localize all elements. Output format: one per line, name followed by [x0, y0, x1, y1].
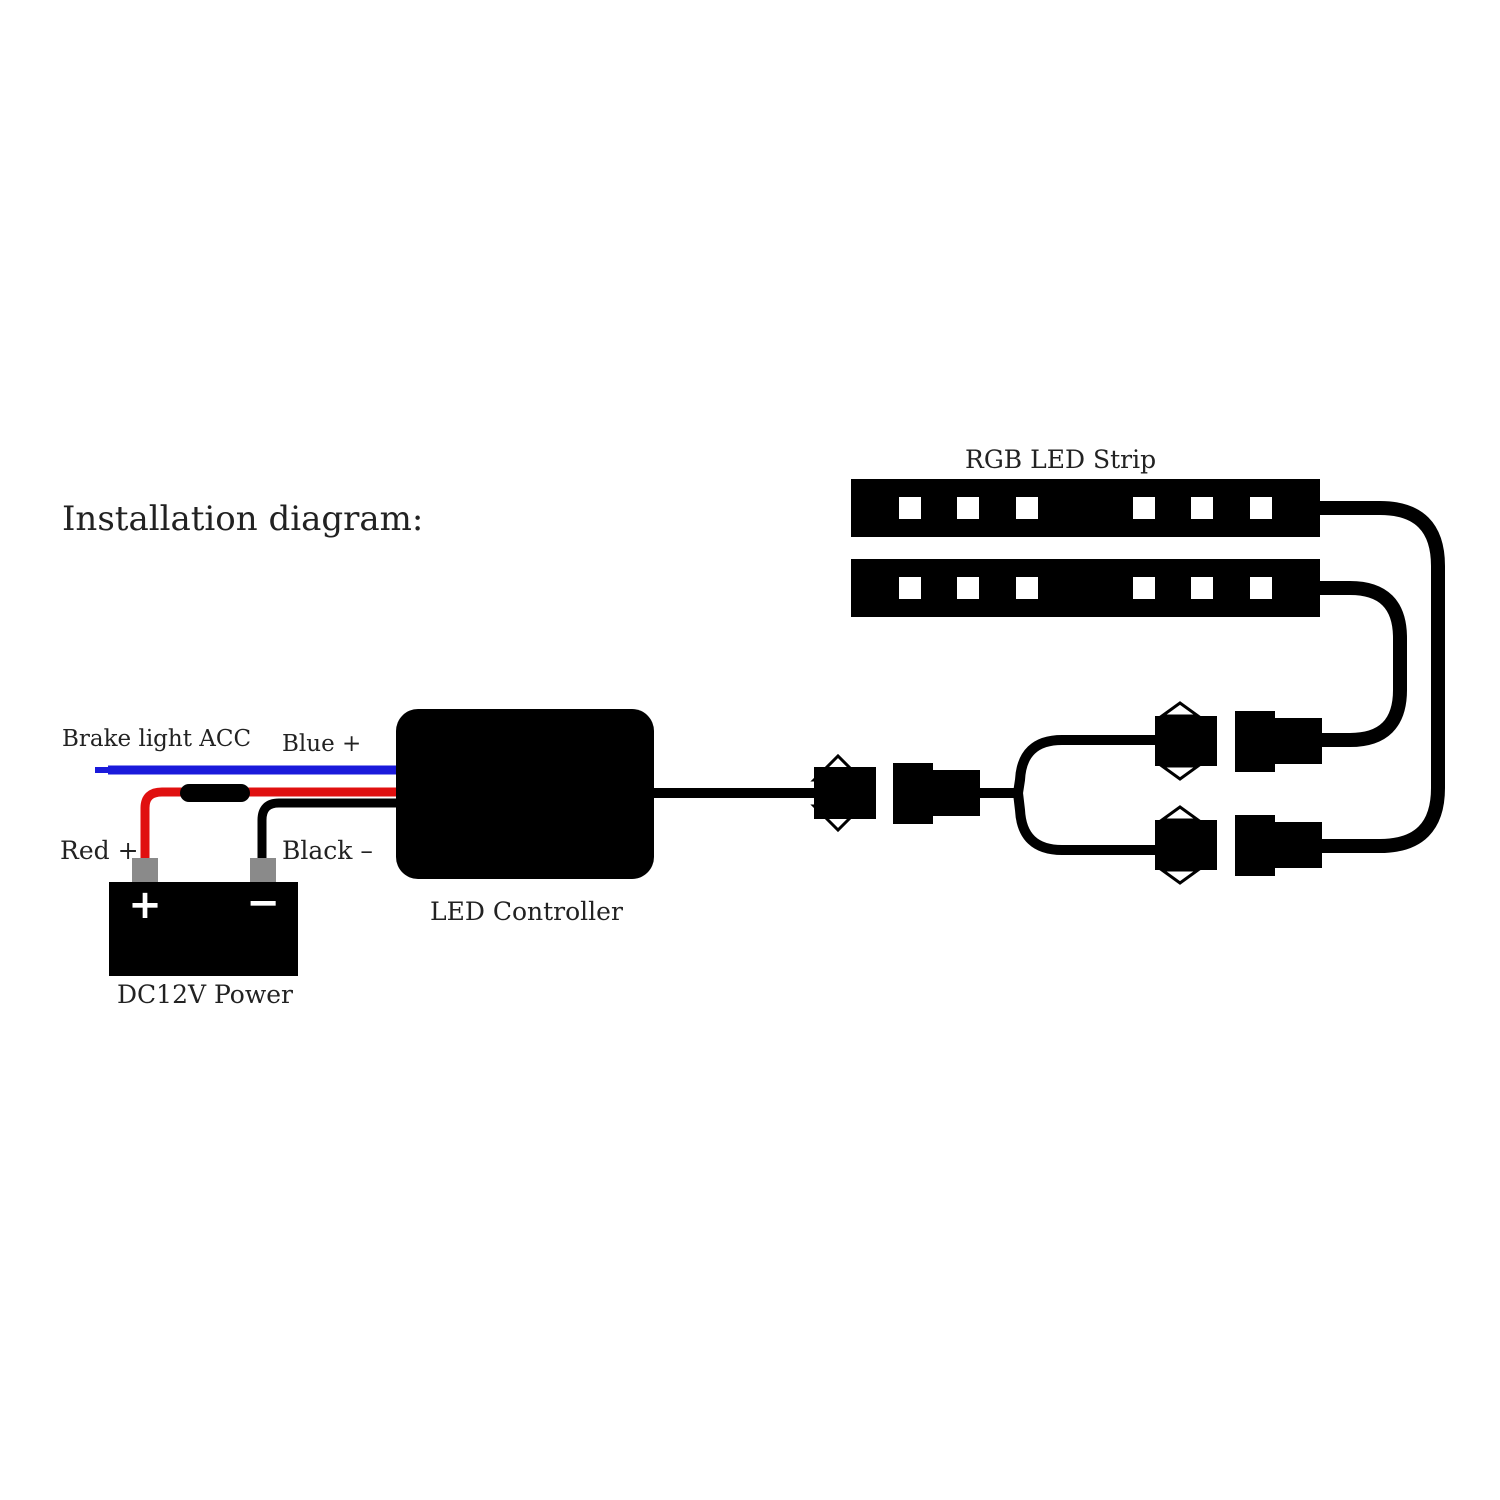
strip-2-cable	[1318, 581, 1407, 747]
main-connector-female	[893, 763, 980, 824]
lower-connector-male	[1155, 805, 1217, 885]
battery-body	[109, 882, 298, 976]
strip-2-led	[1250, 577, 1272, 599]
inline-fuse	[180, 784, 250, 802]
y-splitter	[1013, 735, 1160, 855]
brake-acc-label: Brake light ACC	[62, 726, 251, 752]
battery: + −	[109, 858, 298, 976]
rgb-led-strip-2	[851, 559, 1320, 617]
battery-positive-terminal	[132, 858, 158, 884]
rgb-led-strip-1	[851, 479, 1320, 537]
strip-2-led	[1191, 577, 1213, 599]
strip-1-led	[1133, 497, 1155, 519]
battery-minus-symbol: −	[246, 880, 280, 926]
controller-label: LED Controller	[430, 897, 623, 926]
strip-2-led	[1016, 577, 1038, 599]
strip-1-led	[1191, 497, 1213, 519]
strip-1-leds	[899, 497, 1272, 519]
led-controller	[396, 709, 654, 879]
strip-1-led	[1250, 497, 1272, 519]
red-wire	[140, 787, 398, 862]
strip-2-led	[899, 577, 921, 599]
blue-wire-label: Blue +	[282, 731, 361, 757]
strip-1-led	[899, 497, 921, 519]
black-wire	[257, 798, 398, 862]
strip-1-cable	[1318, 501, 1445, 853]
upper-connector-male	[1155, 701, 1217, 781]
strip-1-led	[957, 497, 979, 519]
lower-connector-female	[1235, 815, 1322, 876]
main-connector-male	[810, 753, 876, 833]
diagram-title: Installation diagram:	[62, 499, 423, 539]
strip-2-leds	[899, 577, 1272, 599]
red-wire-label: Red +	[60, 836, 139, 865]
black-wire-label: Black –	[282, 836, 373, 865]
battery-negative-terminal	[250, 858, 276, 884]
strip-2-led	[957, 577, 979, 599]
power-label: DC12V Power	[117, 980, 293, 1009]
strip-1-led	[1016, 497, 1038, 519]
rgb-strip-label: RGB LED Strip	[965, 445, 1156, 474]
upper-connector-female	[1235, 711, 1322, 772]
strip-2-led	[1133, 577, 1155, 599]
battery-plus-symbol: +	[128, 882, 162, 928]
